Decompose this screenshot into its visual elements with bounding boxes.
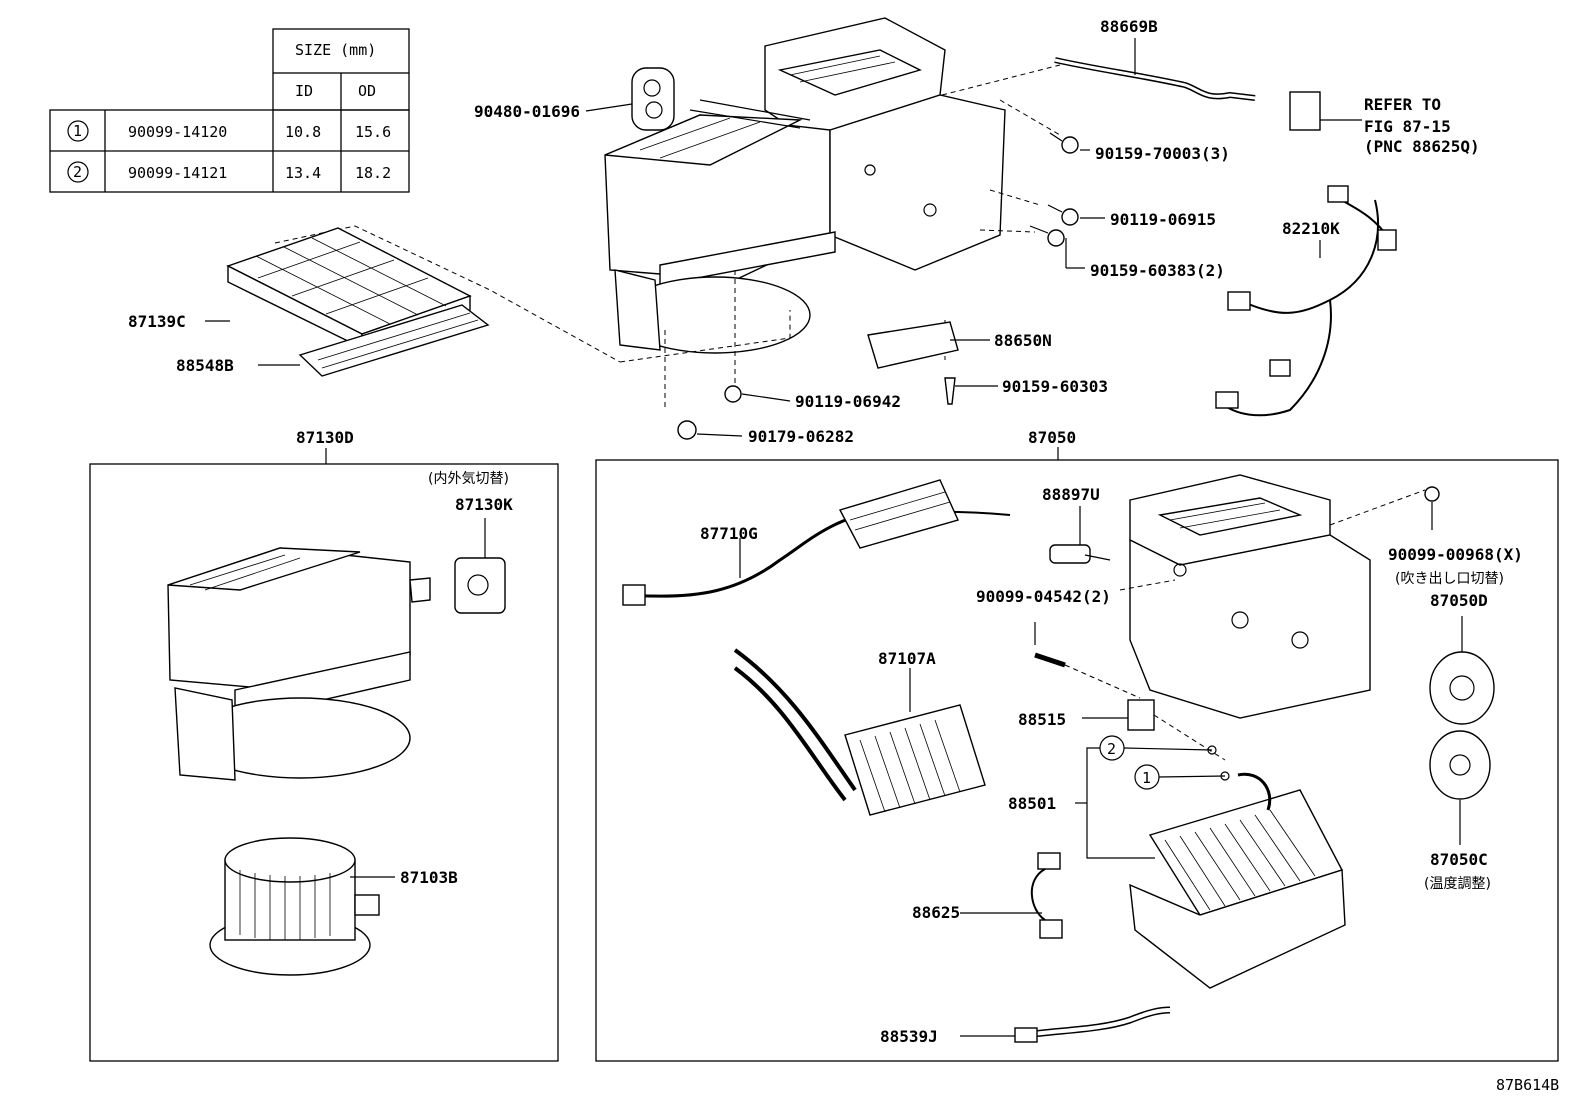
grommet-part — [631, 67, 675, 131]
label-90159-60303: 90159-60303 — [1002, 377, 1108, 396]
heater-core-87107a — [733, 648, 986, 816]
blower-motor-87103b — [209, 837, 395, 976]
drain-hose-88539j — [960, 1006, 1171, 1043]
wire-harness-82210k — [1215, 185, 1397, 417]
label-87050: 87050 — [1028, 428, 1076, 447]
label-90119-06915: 90119-06915 — [1110, 210, 1216, 229]
box-87130d — [89, 463, 559, 1062]
label-87050c: 87050C — [1430, 850, 1488, 869]
figure-id: 87B614B — [1496, 1076, 1559, 1094]
screw-90099-00968 — [1424, 486, 1440, 530]
row2-od: 18.2 — [355, 164, 391, 182]
valve-88515 — [1082, 699, 1226, 761]
mark-circle-2: 2 — [1107, 740, 1116, 758]
sensor-88897u — [1049, 506, 1111, 564]
bolt-90099-04542 — [1034, 622, 1141, 699]
label-jp-fukidashi: (吹き出し口切替) — [1395, 571, 1504, 587]
mark-circle-1: 1 — [1142, 769, 1151, 787]
heater-pipes-87710g — [622, 479, 1011, 606]
row2-mark: 2 — [73, 163, 82, 181]
label-refer-pnc: (PNC 88625Q) — [1364, 137, 1480, 156]
label-90099-04542: 90099-04542(2) — [976, 587, 1111, 606]
label-88650n: 88650N — [994, 331, 1052, 350]
col-id-header: ID — [295, 82, 313, 100]
size-header: SIZE (mm) — [295, 41, 376, 59]
label-refer-fig: FIG 87-15 — [1364, 117, 1451, 136]
label-jp-naigai: (内外気切替) — [428, 471, 509, 487]
size-table: SIZE (mm) ID OD 1 90099-14120 10.8 15.6 … — [49, 28, 410, 193]
label-87107a: 87107A — [878, 649, 936, 668]
label-87130d: 87130D — [296, 428, 354, 447]
label-jp-ondo: (温度調整) — [1424, 876, 1491, 892]
label-88501: 88501 — [1008, 794, 1056, 813]
servo-87050c — [1429, 730, 1491, 845]
fasteners-lower — [677, 377, 998, 440]
sensor-88625 — [960, 852, 1063, 939]
screw-parts-top — [1029, 132, 1105, 269]
label-90119-06942: 90119-06942 — [795, 392, 901, 411]
label-90099-00968: 90099-00968(X) — [1388, 545, 1523, 564]
col-od-header: OD — [358, 82, 376, 100]
label-88539j: 88539J — [880, 1027, 938, 1046]
row2-part: 90099-14121 — [128, 164, 227, 182]
row1-part: 90099-14120 — [128, 123, 227, 141]
row1-mark: 1 — [73, 122, 82, 140]
heater-unit-assembly-drawing — [274, 17, 1061, 410]
label-90480-01696: 90480-01696 — [474, 102, 580, 121]
label-87050d: 87050D — [1430, 591, 1488, 610]
row2-id: 13.4 — [285, 164, 321, 182]
servo-87130k — [454, 518, 506, 614]
label-88515: 88515 — [1018, 710, 1066, 729]
evap-case-87050 — [1119, 474, 1426, 719]
label-88625: 88625 — [912, 903, 960, 922]
center-case — [829, 94, 1006, 271]
box-87050 — [595, 459, 1559, 1062]
part-labels: 90480-01696 88669B REFER TO FIG 87-15 (P… — [128, 17, 1559, 1094]
label-90159-70003: 90159-70003(3) — [1095, 144, 1230, 163]
blower-case-87130d — [167, 547, 431, 781]
servo-87050d — [1429, 616, 1495, 725]
amplifier-88650n — [867, 321, 990, 369]
label-88548b: 88548B — [176, 356, 234, 375]
row1-id: 10.8 — [285, 123, 321, 141]
label-refer-to: REFER TO — [1364, 95, 1441, 114]
wire-harness-88669b — [1054, 38, 1362, 131]
label-90159-60383: 90159-60383(2) — [1090, 261, 1225, 280]
label-88669b: 88669B — [1100, 17, 1158, 36]
label-87139c: 87139C — [128, 312, 186, 331]
label-82210k: 82210K — [1282, 219, 1340, 238]
label-88897u: 88897U — [1042, 485, 1100, 504]
label-87710g: 87710G — [700, 524, 758, 543]
cover-88548b — [258, 304, 490, 377]
label-90179-06282: 90179-06282 — [748, 427, 854, 446]
evaporator-88501: 2 1 — [1075, 735, 1346, 989]
row1-od: 15.6 — [355, 123, 391, 141]
label-87103b: 87103B — [400, 868, 458, 887]
label-87130k: 87130K — [455, 495, 513, 514]
